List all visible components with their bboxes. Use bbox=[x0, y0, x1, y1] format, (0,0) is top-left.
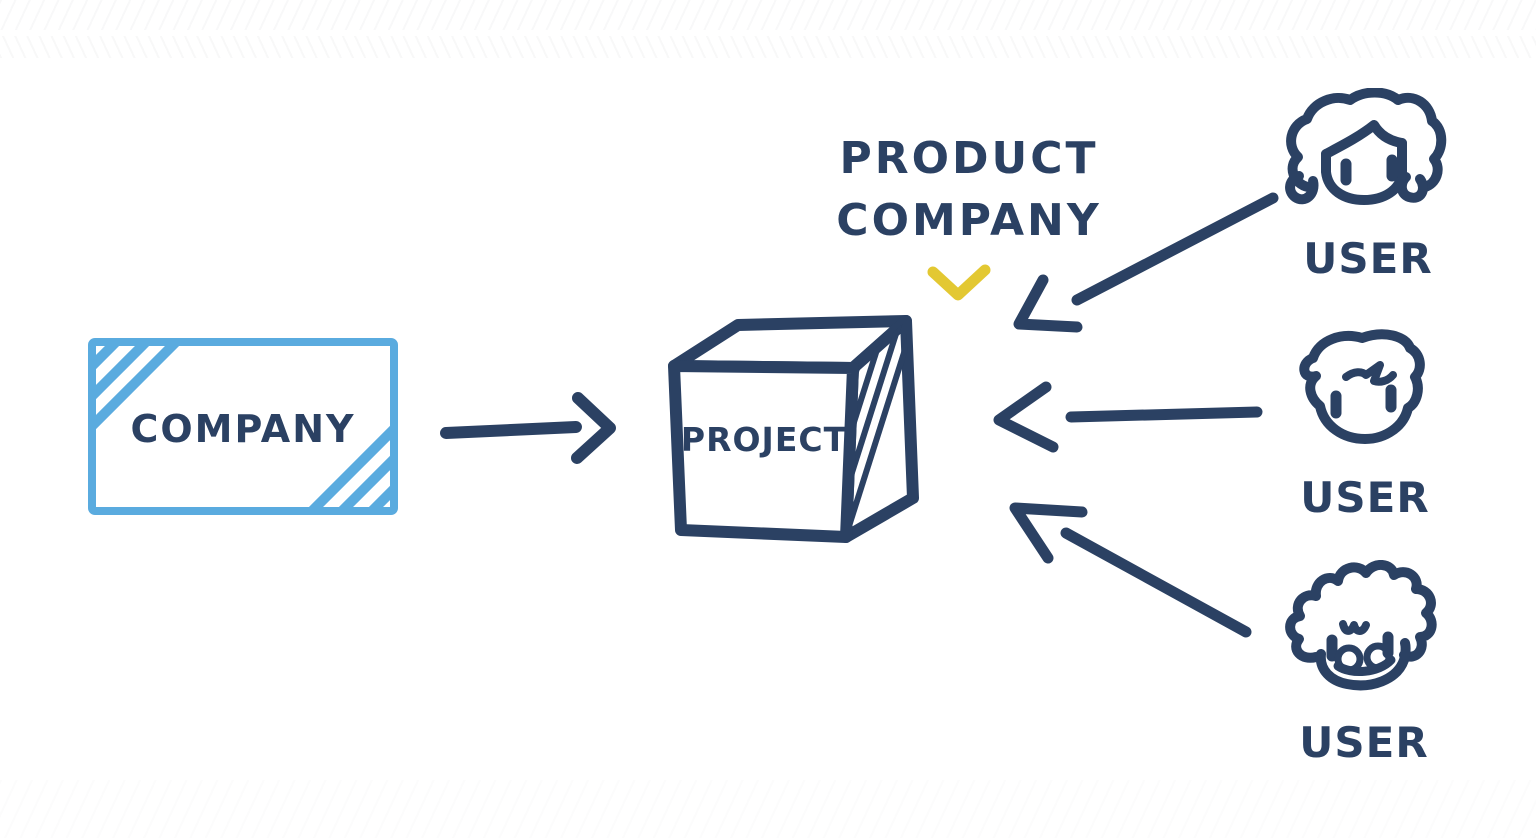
project-cube-icon bbox=[668, 315, 919, 543]
user3-arrow-icon bbox=[1009, 502, 1252, 638]
company-label: COMPANY bbox=[130, 406, 356, 451]
user-label: USER bbox=[1300, 473, 1430, 522]
user-label: USER bbox=[1303, 234, 1433, 283]
user-label: USER bbox=[1299, 718, 1429, 767]
paper-texture-top-2 bbox=[0, 36, 1536, 58]
user1-arrow-icon bbox=[1013, 192, 1279, 333]
user2-arrow-icon bbox=[993, 381, 1263, 453]
project-label: PROJECT bbox=[680, 420, 848, 459]
woman-avatar-icon bbox=[1285, 88, 1447, 205]
company-node: COMPANY bbox=[88, 338, 398, 515]
paper-texture-top-1 bbox=[0, 0, 1536, 30]
paper-texture-bottom bbox=[0, 780, 1536, 838]
company-corner-hatch-icon bbox=[96, 346, 390, 507]
product-company-line1: PRODUCT bbox=[839, 133, 1099, 184]
curly-avatar-icon bbox=[1285, 560, 1437, 691]
product-company-line2: COMPANY bbox=[836, 195, 1102, 246]
man-avatar-icon bbox=[1299, 329, 1425, 444]
company-to-project-arrow-icon bbox=[440, 392, 616, 464]
product-company-annotation: PRODUCT COMPANY bbox=[824, 128, 1114, 252]
yellow-chevron-icon bbox=[927, 264, 991, 301]
